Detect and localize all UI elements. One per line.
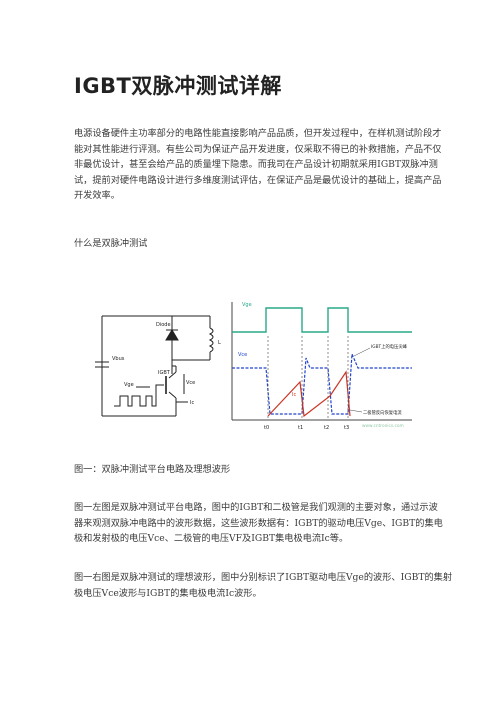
section-heading: 什么是双脉冲测试	[74, 238, 148, 249]
vce-wave-label: Vce	[238, 352, 247, 358]
bus-label: Vbus	[112, 356, 125, 362]
waveform-plot	[231, 302, 412, 421]
igbt-label: IGBT	[158, 370, 171, 376]
vce-waveform	[232, 353, 412, 415]
recovery-leader	[349, 409, 363, 413]
overshoot-note: IGBT上的电压尖峰	[371, 343, 408, 350]
watermark-text: www.cntronics.com	[362, 423, 404, 429]
vge-waveform	[232, 307, 412, 333]
figure-svg: Diode L Vbus Vge IGBT Vce Ic	[95, 302, 412, 431]
igbt-emitter	[168, 391, 177, 399]
inductor-coil	[208, 327, 214, 353]
ic-wave-label: Ic	[292, 392, 296, 398]
test-circuit	[95, 315, 214, 417]
intro-paragraph: 电源设备硬件主功率部分的电路性能直接影响产品品质，但开发过程中，在样机测试阶段才…	[74, 128, 442, 201]
figure-caption: 图一：双脉冲测试平台电路及理想波形	[74, 464, 231, 475]
t0-label: t0	[264, 425, 269, 431]
diode-symbol	[165, 329, 179, 341]
overshoot-leader	[353, 347, 371, 357]
t2-label: t2	[324, 425, 329, 431]
ic-waveform	[267, 370, 351, 418]
t1-label: t1	[298, 425, 303, 431]
waveform-description-paragraph: 图一右图是双脉冲测试的理想波形，图中分别标识了IGBT驱动电压Vge的波形、IG…	[74, 572, 453, 599]
recovery-note: 二极管反向恢复电流	[363, 409, 402, 416]
double-pulse-figure: Diode L Vbus Vge IGBT Vce Ic	[92, 296, 434, 432]
vge-wave-label: Vge	[242, 302, 252, 308]
inductor-label: L	[218, 340, 221, 346]
vce-circuit-label: Vce	[186, 380, 195, 386]
gate-pulse-train	[114, 384, 164, 407]
ic-circuit-label: Ic	[190, 400, 194, 406]
igbt-collector	[168, 371, 177, 379]
t3-label: t3	[344, 425, 349, 431]
page-title: IGBT双脉冲测试详解	[74, 74, 282, 98]
vge-circuit-label: Vge	[124, 382, 134, 388]
diode-label: Diode	[156, 322, 171, 328]
circuit-description-paragraph: 图一左图是双脉冲测试平台电路，图中的IGBT和二极管是我们观测的主要对象，通过示…	[74, 502, 443, 544]
